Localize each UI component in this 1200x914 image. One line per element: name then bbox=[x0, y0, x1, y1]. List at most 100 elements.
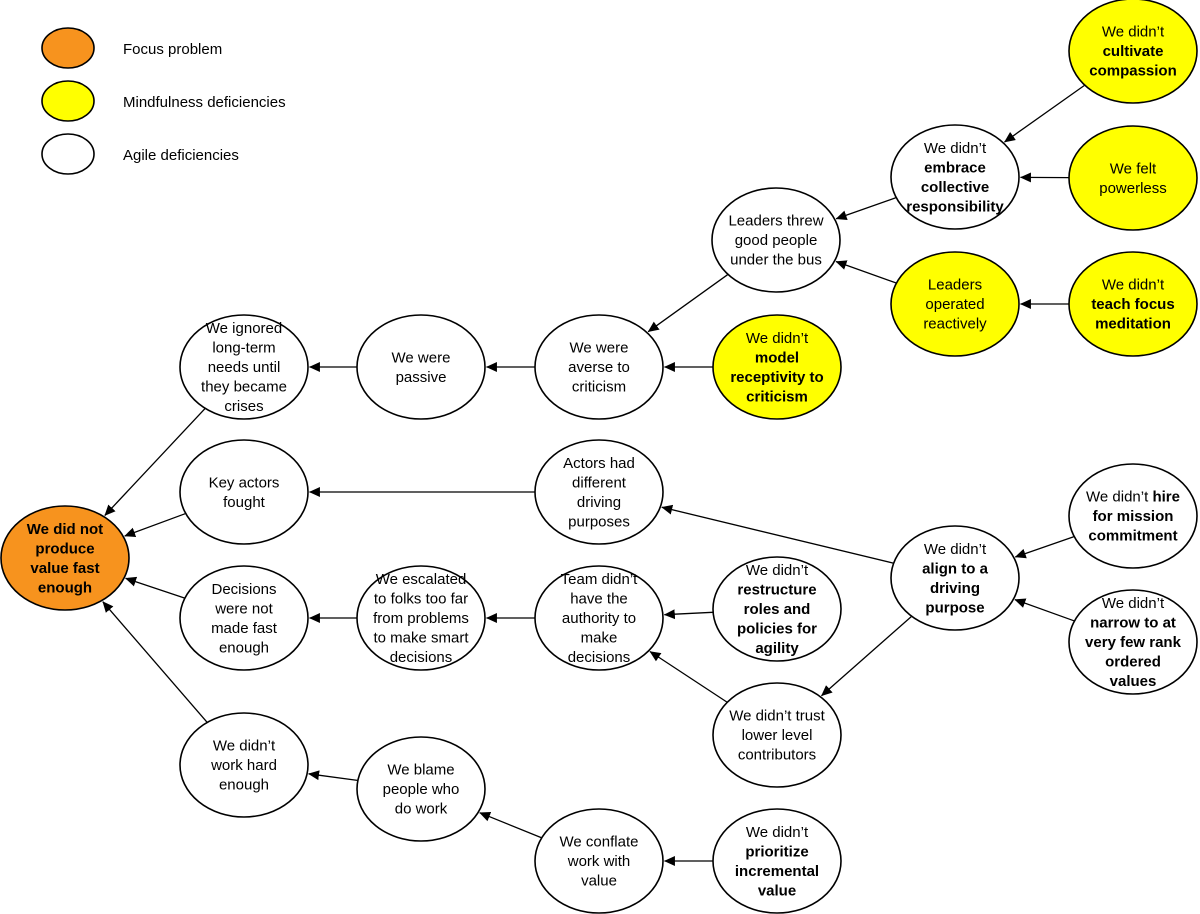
node-label-line: model bbox=[755, 349, 799, 366]
node-label-text: We didn’t bbox=[924, 140, 987, 157]
node-label-line: criticism bbox=[572, 379, 626, 396]
node-ellipse-purposes bbox=[534, 439, 664, 545]
node-label-line: Actors had bbox=[563, 455, 635, 472]
node-label-line: We blame bbox=[387, 762, 454, 779]
node-label-text: We conflate bbox=[560, 834, 639, 851]
node-label-text: different bbox=[572, 474, 627, 491]
node-label-text: powerless bbox=[1099, 180, 1167, 197]
node-label-line: policies for bbox=[737, 621, 817, 638]
node-label-line: We didn’t hire bbox=[1086, 489, 1180, 506]
arrow-hire-to-align bbox=[1014, 536, 1074, 559]
node-hard: We didn’t work hard enough bbox=[179, 712, 309, 818]
node-label-text: fought bbox=[223, 494, 266, 511]
node-label-text: needs until bbox=[208, 359, 281, 376]
node-label-text: enough bbox=[219, 639, 269, 656]
arrow-align-to-purposes bbox=[661, 504, 894, 564]
node-label-text: good people bbox=[735, 232, 818, 249]
node-label-line: to make smart bbox=[373, 630, 469, 647]
node-label-text: We didn’t bbox=[924, 541, 987, 558]
node-label-line: work hard bbox=[210, 757, 277, 774]
node-label-bold-text: driving bbox=[930, 580, 980, 597]
node-label-text: decisions bbox=[390, 649, 453, 666]
node-label-text: We didn’t bbox=[746, 330, 809, 347]
legend-item-agile: Agile deficiencies bbox=[41, 133, 239, 175]
node-label-line: for mission bbox=[1093, 508, 1174, 525]
node-label-line: do work bbox=[395, 801, 448, 818]
node-label-bold-text: teach focus bbox=[1091, 296, 1174, 313]
node-label-line: compassion bbox=[1089, 63, 1177, 80]
node-label-text: have the bbox=[570, 591, 628, 608]
edges bbox=[102, 84, 1085, 866]
node-label-text: Leaders threw bbox=[728, 213, 823, 230]
node-label-line: Key actors bbox=[209, 474, 280, 491]
node-label-line: purposes bbox=[568, 513, 630, 530]
node-label-text: driving bbox=[577, 494, 621, 511]
arrow-conflate-to-blame bbox=[479, 812, 542, 839]
node-label-line: We conflate bbox=[560, 834, 639, 851]
node-label-line: We didn’t trust bbox=[729, 708, 825, 725]
node-label-line: criticism bbox=[746, 388, 808, 405]
node-label-line: narrow to at bbox=[1090, 615, 1176, 632]
node-label-line: We didn’t bbox=[213, 738, 276, 755]
node-label-text: We didn’t bbox=[213, 738, 276, 755]
node-ellipse-collective bbox=[890, 124, 1020, 230]
node-label-text: averse to bbox=[568, 359, 630, 376]
node-label-line: We didn’t bbox=[746, 330, 809, 347]
node-label-text: enough bbox=[219, 777, 269, 794]
node-label-text: Decisions bbox=[211, 581, 276, 598]
node-label-line: commitment bbox=[1088, 528, 1177, 545]
node-label-text: work hard bbox=[210, 757, 277, 774]
node-label-line: reactively bbox=[923, 316, 987, 333]
node-label-text: We blame bbox=[387, 762, 454, 779]
node-label-text: lower level bbox=[742, 727, 813, 744]
node-ellipse-trust bbox=[712, 682, 842, 788]
node-label-text: Key actors bbox=[209, 474, 280, 491]
node-label-line: receptivity to bbox=[730, 369, 823, 386]
node-ellipse-align bbox=[890, 525, 1020, 631]
node-ellipse-model bbox=[712, 314, 842, 420]
node-label-text: long-term bbox=[212, 340, 275, 357]
node-ellipse-passive bbox=[356, 314, 486, 420]
node-label-text: We felt bbox=[1110, 160, 1157, 177]
node-label-bold-text: for mission bbox=[1093, 508, 1174, 525]
node-label-line: Decisions bbox=[211, 581, 276, 598]
node-label-line: cultivate bbox=[1103, 43, 1164, 60]
node-label-text: We escalated bbox=[376, 571, 467, 588]
arrow-restructure-to-authority bbox=[663, 609, 713, 620]
node-label-text: Team didn’t bbox=[561, 571, 639, 588]
node-label-text: from problems bbox=[373, 610, 469, 627]
node-label-line: have the bbox=[570, 591, 628, 608]
node-label-bold-text: collective bbox=[921, 179, 989, 196]
node-label-hard: We didn’t work hard enough bbox=[210, 738, 277, 794]
node-label-text: passive bbox=[396, 369, 447, 386]
node-label-purposes: Actors had different driving purposes bbox=[563, 455, 635, 531]
node-label-line: responsibility bbox=[906, 198, 1004, 215]
arrow-bus-to-averse bbox=[647, 274, 728, 333]
node-label-text: We didn’t bbox=[1102, 595, 1165, 612]
node-label-line: lower level bbox=[742, 727, 813, 744]
node-ellipse-fought bbox=[179, 439, 309, 545]
node-label-line: decisions bbox=[390, 649, 453, 666]
node-label-line: value fast bbox=[30, 560, 99, 577]
legend-label-mindfulness: Mindfulness deficiencies bbox=[123, 94, 286, 111]
node-label-line: make bbox=[581, 630, 618, 647]
node-label-text: decisions bbox=[568, 649, 631, 666]
node-label-bold-text: enough bbox=[38, 579, 92, 596]
